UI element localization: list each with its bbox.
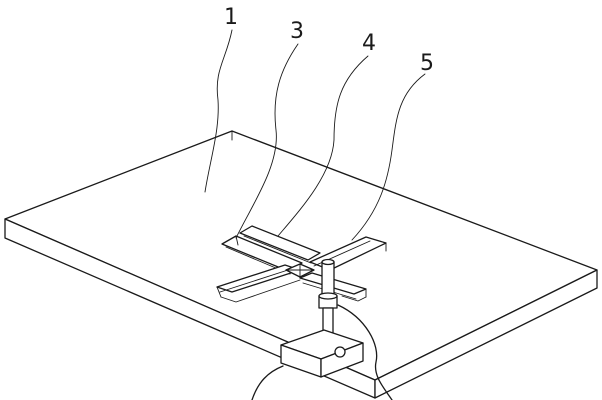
coupling-nut-top [318, 292, 338, 300]
leader-part-5 [351, 73, 426, 241]
rail-back-lip [243, 235, 312, 264]
cable-right [337, 304, 393, 400]
hanger-rod-upper [321, 261, 335, 297]
leader-part-4 [277, 55, 369, 237]
callout-3: 3 [290, 19, 304, 44]
cable-left [251, 365, 284, 400]
leader-part-3 [235, 43, 299, 239]
hanger-assembly [280, 258, 364, 378]
leader-part-1 [204, 29, 233, 193]
rail-front-left-lip [219, 269, 289, 293]
hanger-rod-top [321, 258, 335, 266]
rail-back [239, 225, 321, 261]
rail-front-left-bottom [220, 279, 301, 303]
plate-right-face [374, 269, 598, 399]
rail-back-left [221, 235, 303, 272]
callout-4: 4 [362, 31, 376, 56]
rail-front-left-end [216, 286, 222, 298]
junction-box-side [320, 342, 364, 378]
callout-1: 1 [224, 5, 238, 30]
junction-box-hole [334, 346, 346, 358]
callout-5: 5 [420, 51, 434, 76]
rail-front-right-bottom [341, 295, 367, 302]
